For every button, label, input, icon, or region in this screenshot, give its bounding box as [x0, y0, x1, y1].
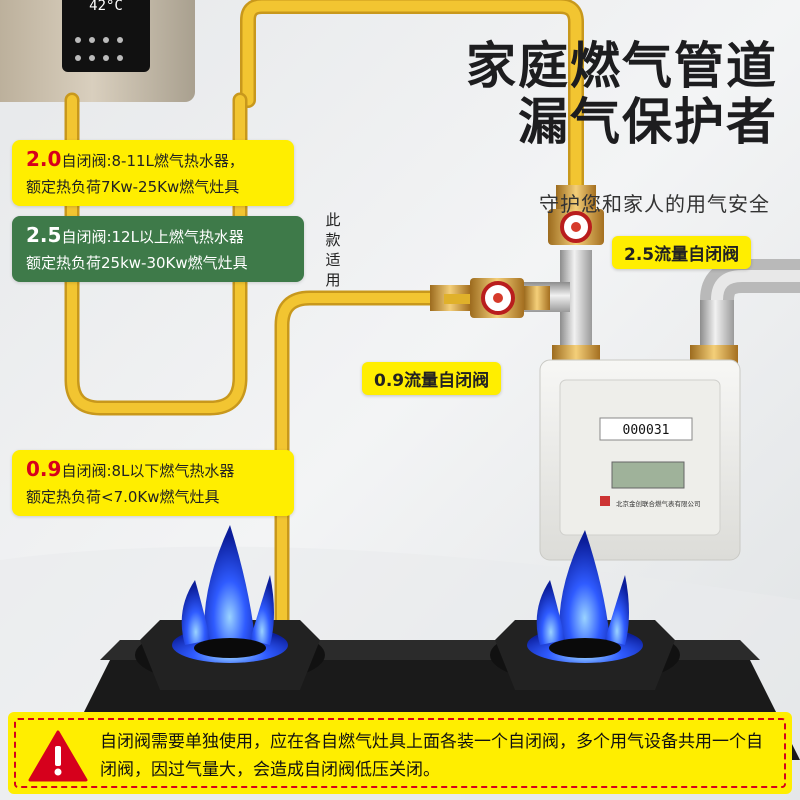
headline-line1: 家庭燃气管道 [466, 37, 778, 95]
warning-banner: 自闭阀需要单独使用，应在各自燃气灶具上面各装一个自闭阀，多个用气设备共用一个自闭… [8, 712, 792, 794]
note-valve-2-0: 2.0自闭阀:8-11L燃气热水器， 额定热负荷7Kw-25Kw燃气灶具 [12, 140, 294, 206]
tag-valve-2-5: 2.5流量自闭阀 [612, 236, 752, 269]
note-valve-0-9: 0.9自闭阀:8L以下燃气热水器 额定热负荷<7.0Kw燃气灶具 [12, 450, 294, 516]
heater-display-text: 42°C [89, 0, 123, 14]
yellow-gas-hoses [64, 0, 584, 628]
vertical-char: 此 [325, 211, 341, 229]
meter-brand: 北京金创联合燃气表有限公司 [616, 499, 701, 508]
note-line2: 额定热负荷7Kw-25Kw燃气灶具 [26, 178, 240, 196]
note-number: 2.0 [26, 147, 62, 171]
subtitle: 守护您和家人的用气安全 [539, 192, 770, 216]
water-heater: 42°C [0, 0, 195, 102]
warning-triangle-icon [28, 730, 88, 782]
note-line1: 自闭阀:8L以下燃气热水器 [61, 462, 235, 480]
note-line2: 额定热负荷<7.0Kw燃气灶具 [26, 488, 220, 506]
note-number: 2.5 [26, 223, 62, 247]
headline-line2: 漏气保护者 [518, 93, 778, 151]
vertical-char: 用 [325, 271, 341, 289]
warning-border [14, 718, 786, 788]
note-number: 0.9 [26, 457, 62, 481]
vertical-char: 款 [325, 231, 341, 249]
note-line2: 额定热负荷25kw-30Kw燃气灶具 [26, 254, 248, 272]
headline: 家庭燃气管道 漏气保护者 [466, 38, 778, 150]
tag-valve-0-9: 0.9流量自闭阀 [362, 362, 502, 395]
vertical-char: 适 [325, 251, 341, 269]
note-line1: 自闭阀:8-11L燃气热水器， [61, 152, 244, 170]
note-line1: 自闭阀:12L以上燃气热水器 [61, 228, 244, 246]
note-valve-2-5: 2.5自闭阀:12L以上燃气热水器 额定热负荷25kw-30Kw燃气灶具 [12, 216, 304, 282]
gas-meter: 000031 北京金创联合燃气表有限公司 [539, 359, 741, 561]
applies-to-note: 此 款 适 用 [322, 210, 344, 290]
meter-reading: 000031 [623, 423, 670, 438]
warning-text: 自闭阀需要单独使用，应在各自燃气灶具上面各装一个自闭阀，多个用气设备共用一个自闭… [100, 732, 763, 780]
